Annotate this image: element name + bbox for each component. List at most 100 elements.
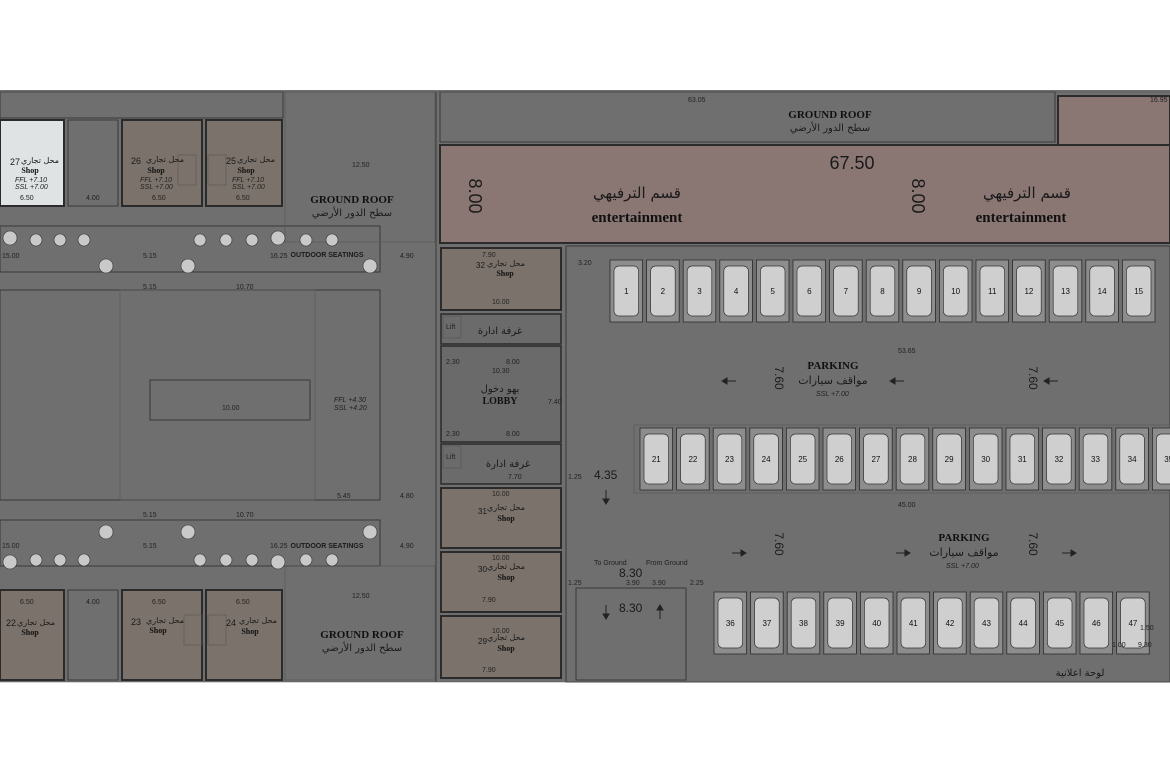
dim-490-b: 4.90 — [400, 543, 414, 550]
shop-22-num: 22 — [6, 618, 16, 628]
car-icon — [613, 265, 639, 317]
arrow-down-2 — [602, 605, 610, 620]
car-icon — [643, 433, 669, 485]
dim-790-a: 7.90 — [482, 252, 496, 259]
dim-515-d: 5.15 — [143, 543, 157, 550]
entertainment-zone: GROUND ROOF سطح الدور الأرضي 63.05 16.95… — [439, 91, 1170, 244]
parking-stall-number: 42 — [945, 619, 954, 628]
parking-stall-number: 7 — [844, 287, 849, 296]
dim-230-a: 2.30 — [446, 359, 460, 366]
parking-stall-number: 24 — [762, 455, 771, 464]
shop-level-ffl-3: FFL +7.10 — [232, 177, 264, 184]
dim-1500-a: 15.00 — [2, 253, 20, 260]
stair-left-bottom — [67, 589, 119, 681]
shop-29-en: Shop — [497, 644, 515, 653]
car-icon — [1047, 597, 1073, 649]
arrow-down-1 — [602, 490, 610, 505]
ent-top-dim: 63.05 — [688, 97, 706, 104]
parking-stall-number: 1 — [624, 287, 629, 296]
parking-ar-2: مواقف سيارات — [929, 546, 998, 559]
dim-800-a: 8.00 — [506, 359, 520, 366]
ground-roof-ar-2: سطح الدور الأرضي — [322, 641, 402, 654]
dim-650-b: 6.50 — [152, 195, 166, 202]
dim-100: 1.00 — [1112, 642, 1126, 649]
shop-31[interactable] — [440, 487, 562, 549]
parking-stall-number: 28 — [908, 455, 917, 464]
car-icon — [1010, 597, 1036, 649]
ent-width: 67.50 — [829, 153, 874, 173]
dim-1070-a: 10.70 — [236, 284, 254, 291]
dim-515-a: 5.15 — [143, 253, 157, 260]
dim-790-b: 7.90 — [482, 597, 496, 604]
dim-230-b: 2.30 — [446, 431, 460, 438]
shop-32[interactable] — [440, 247, 562, 311]
traffic-arrows — [602, 377, 1077, 620]
dim-1030-a: 10.30 — [492, 368, 510, 375]
parking-stall-number: 38 — [799, 619, 808, 628]
car-icon — [899, 433, 926, 485]
dim-740-a: 7.40 — [548, 399, 562, 406]
car-icon — [680, 433, 706, 485]
dim-150: 1.50 — [1140, 625, 1154, 632]
shop-26-num: 26 — [131, 156, 141, 166]
shop-22[interactable] — [0, 589, 65, 681]
shop-29[interactable] — [440, 615, 562, 679]
parking-stall-number: 37 — [762, 619, 771, 628]
shop-22-en: Shop — [21, 628, 39, 637]
car-icon — [1119, 433, 1145, 485]
dim-1625-a: 16.25 — [270, 253, 288, 260]
shop-26[interactable] — [121, 119, 203, 207]
dim-515-c: 5.15 — [143, 512, 157, 519]
parking-stall-number: 46 — [1092, 619, 1101, 628]
arrow-up-1 — [656, 604, 664, 619]
car-icon — [906, 265, 932, 317]
shop-31-num: 31 — [478, 507, 487, 516]
ad-board: لوحة اعلانية — [1056, 668, 1105, 679]
arrow-right-3 — [1062, 549, 1077, 557]
car-icon — [1120, 597, 1146, 649]
parking-stall-number: 6 — [807, 287, 812, 296]
parking-stall-number: 12 — [1024, 287, 1033, 296]
car-icon — [937, 597, 963, 649]
parking-island — [633, 424, 1170, 494]
dim-1250-b: 12.50 — [352, 593, 370, 600]
car-icon — [754, 597, 780, 649]
parking-stall-number: 40 — [872, 619, 881, 628]
lobby-ar: بهو دخول — [481, 384, 520, 395]
dim-1000-d: 10.00 — [492, 555, 510, 562]
ground-roof-ar-1: سطح الدور الأرضي — [312, 206, 392, 219]
parking-stall-number: 3 — [697, 287, 702, 296]
car-icon — [833, 265, 859, 317]
shop-27[interactable] — [0, 119, 65, 207]
parking-stall-number: 9 — [917, 287, 922, 296]
shop-30[interactable] — [440, 551, 562, 613]
atrium-void — [119, 289, 316, 501]
car-icon — [716, 433, 743, 485]
dim-125-b: 1.25 — [568, 580, 582, 587]
ent-depth-1: 8.00 — [465, 178, 485, 213]
shop-24-en: Shop — [241, 627, 259, 636]
shop-25[interactable] — [205, 119, 283, 207]
shop-31-ar: محل تجاري — [487, 503, 525, 512]
car-icon — [1126, 265, 1152, 317]
shop-24-num: 24 — [226, 618, 236, 628]
entertainment-area[interactable] — [439, 144, 1170, 244]
parking-stall-number: 31 — [1018, 455, 1027, 464]
dim-515-b: 5.15 — [143, 284, 157, 291]
lobby[interactable] — [440, 345, 562, 443]
dim-400-b: 4.00 — [86, 599, 100, 606]
car-icon — [790, 597, 817, 649]
ramp-width: 8.30 — [619, 566, 643, 580]
parking-label-1: PARKING — [807, 360, 859, 372]
shop-level-ssl-1: SSL +7.00 — [15, 184, 48, 191]
dim-650-d: 6.50 — [20, 599, 34, 606]
shop-24[interactable] — [205, 589, 283, 681]
parking-stall-number: 21 — [652, 455, 661, 464]
car-icon — [973, 433, 999, 485]
parking-stall-number: 11 — [988, 287, 997, 296]
shop-30-en: Shop — [497, 573, 515, 582]
parking-stall-number: 25 — [798, 455, 807, 464]
shop-23[interactable] — [121, 589, 203, 681]
arrow-left-3 — [1043, 377, 1058, 385]
